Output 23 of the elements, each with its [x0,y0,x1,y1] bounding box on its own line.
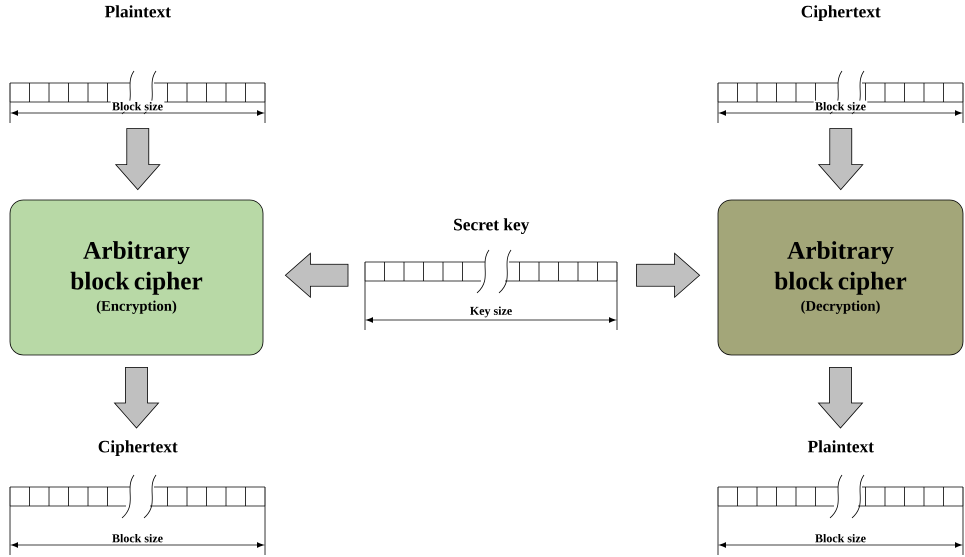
bit-array-drawing [364,250,618,294]
bit-array-drawing [718,474,964,518]
dimension-label: Block size [814,100,868,112]
bit-array-drawing [718,70,964,114]
block-label: Secret key [454,218,530,234]
block-label: Plaintext [808,440,874,452]
block-arrow [284,252,348,298]
block-arrow [818,367,864,429]
block-label: Ciphertext [98,440,178,456]
cipher-box: Arbitrary block cipher (Decryption) [718,200,964,356]
dimension-label: Block size [110,532,164,544]
block-arrow [818,128,864,190]
dimension-label: Block size [814,532,868,544]
block-label: Ciphertext [802,5,881,21]
block-label: Plaintext [104,5,171,18]
bit-array-drawing [10,70,266,114]
block-arrow [114,367,160,429]
dimension-label: Key size [468,305,514,319]
block-arrow [636,252,700,298]
dimension-label: Block size [110,100,164,112]
cipher-box: Arbitrary block cipher (Encryption) [10,200,264,356]
block-arrow [114,128,161,190]
bit-array-drawing [10,474,266,518]
